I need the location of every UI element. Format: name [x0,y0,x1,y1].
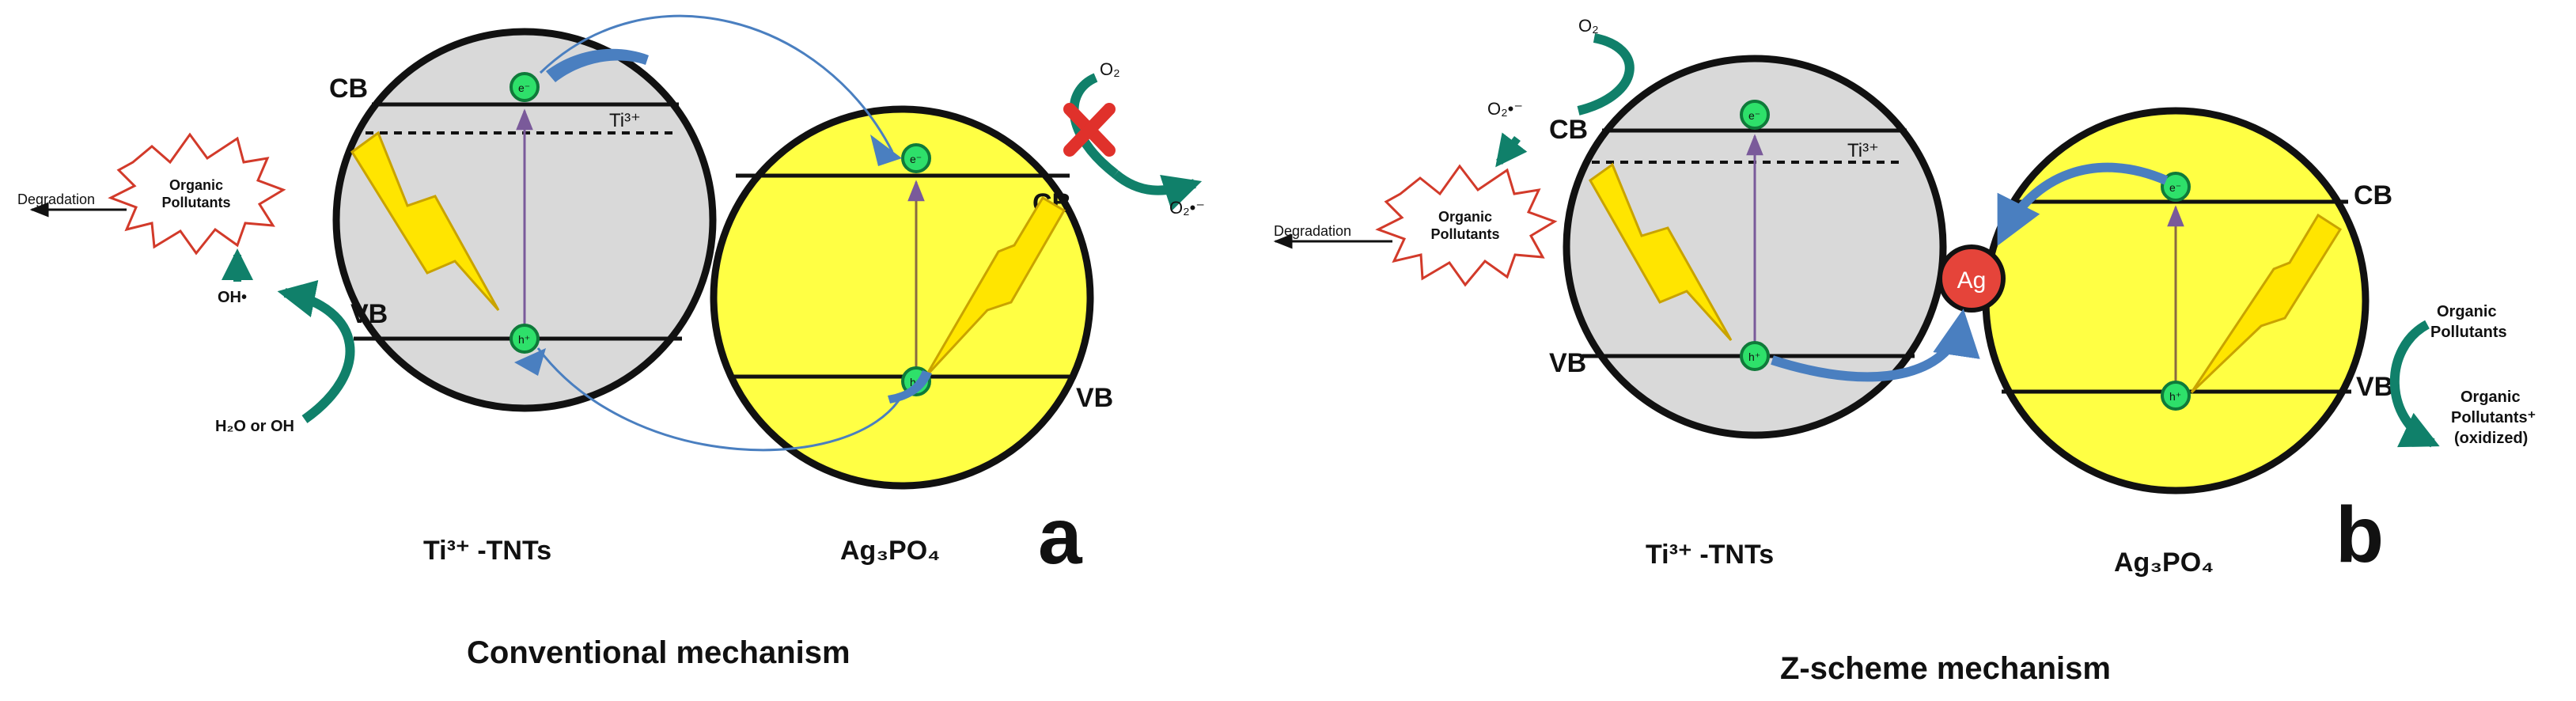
lightning-bolt-icon-tnts-a [350,131,500,311]
organic-pollutants-oxidized-3: (oxidized) [2454,430,2528,447]
organic-pollutants-out-1: Organic [2437,303,2497,320]
organic-pollutants-oxidized-1: Organic [2460,388,2521,406]
tnts-vb-label-b: VB [1549,348,1586,378]
hole-tnts-b: h⁺ [1740,341,1770,371]
o2-arrow-b [1577,33,1635,116]
oxidation-arrow-b [2389,320,2440,448]
ti3-level-label-a: Ti³⁺ [609,110,641,131]
water-to-oh-arrow-a [277,280,355,423]
pollutants-burst-b [1375,164,1558,287]
tnts-vb-label-a: VB [350,299,388,329]
lightning-bolt-icon-ag3po4-b [2190,213,2343,394]
ag-to-hole-arrow-b [1771,309,1980,382]
tnts-material-label-b: Ti³⁺ -TNTs [1646,540,1774,570]
ag-nanoparticle: Ag [1938,244,2006,313]
svg-text:e⁻: e⁻ [1748,109,1760,122]
electron-transfer-arrow-a [539,14,894,153]
electron-tnts-b: e⁻ [1740,100,1770,130]
lightning-bolt-icon-tnts-b [1589,162,1733,342]
hole-transfer-arrow-a [536,347,903,452]
hole-transfer-tail-a [888,370,932,404]
ag-label: Ag [1957,267,1987,294]
ag3po4-sphere-a [710,105,1094,490]
hole-tnts-a: h⁺ [510,324,540,354]
ag3po4-vb-label-a: VB [1076,383,1113,413]
o2-label-b: O₂ [1578,16,1599,36]
panel-b: Ti³⁺ CB VB CB VB e⁻ h⁺ e⁻ h⁺ [1273,16,2536,686]
svg-text:h⁺: h⁺ [2169,390,2181,403]
caption-conventional: Conventional mechanism [467,635,850,670]
electron-transfer-head-a [546,48,649,82]
caption-zscheme: Z-scheme mechanism [1780,651,2111,686]
hole-transfer-head-a [514,348,546,376]
svg-text:h⁺: h⁺ [518,333,530,346]
organic-pollutants-out-2: Pollutants [2430,324,2507,341]
ag3po4-material-label-b: Ag₃PO₄ [2114,548,2214,578]
lightning-bolt-icon-ag3po4-a [924,195,1066,378]
panel-b-letter: b [2335,491,2384,579]
electron-to-ag-arrow-b [1997,162,2169,246]
organic-pollutants-oxidized-2: Pollutants⁺ [2451,409,2536,426]
pollutants-label-a-1: Organic [169,177,223,193]
electron-ag3po4-b: e⁻ [2161,172,2191,202]
tnts-material-label-a: Ti³⁺ -TNTs [423,536,551,566]
electron-transfer-end-a [870,135,902,166]
svg-text:e⁻: e⁻ [910,153,922,165]
oh-radical-label-a: OH• [218,289,247,306]
o2-label-a: O₂ [1100,59,1120,79]
o2-radical-label-b: O₂•⁻ [1487,99,1523,119]
electron-tnts-a: e⁻ [510,72,540,102]
degradation-label-a: Degradation [17,191,95,207]
degradation-label-b: Degradation [1274,223,1351,239]
electron-ag3po4-a: e⁻ [901,143,931,173]
pollutants-label-a-2: Pollutants [161,195,230,210]
ag3po4-cb-label-b: CB [2354,180,2392,210]
ti3-level-label-b: Ti³⁺ [1847,140,1879,161]
o2-radical-arrow-a [1112,170,1203,211]
water-label-a: H₂O or OH [215,418,294,435]
panel-a-letter: a [1038,492,1083,581]
ag3po4-material-label-a: Ag₃PO₄ [840,536,940,566]
pollutants-label-b-1: Organic [1438,209,1492,225]
svg-text:e⁻: e⁻ [518,81,530,94]
hole-ag3po4-b: h⁺ [2161,381,2191,411]
blocked-cross-icon-a [1063,103,1116,157]
pollutants-burst-a [108,132,286,256]
svg-text:e⁻: e⁻ [2169,181,2181,194]
pollutants-label-b-2: Pollutants [1430,226,1499,242]
tnts-cb-label-a: CB [329,74,368,104]
o2-radical-down-arrow-b [1495,132,1528,168]
tnts-cb-label-b: CB [1549,115,1588,145]
panel-a: Ti³⁺ CB VB CB VB e⁻ h⁺ e⁻ h⁺ [17,14,1205,670]
svg-text:h⁺: h⁺ [1748,350,1760,363]
o2-radical-label-a: O₂•⁻ [1169,198,1205,218]
ag3po4-vb-label-b: VB [2356,372,2393,402]
